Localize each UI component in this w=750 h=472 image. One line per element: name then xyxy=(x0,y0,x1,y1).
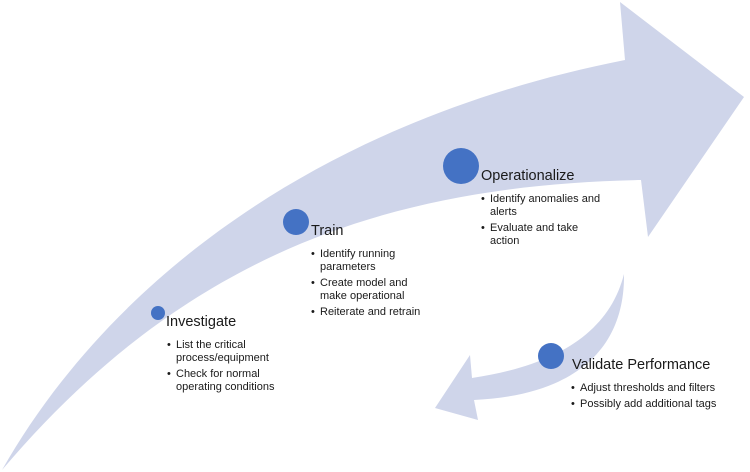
operationalize-title: Operationalize xyxy=(481,168,575,184)
validate-node xyxy=(538,343,564,369)
investigate-bullets: List the critical process/equipment Chec… xyxy=(167,339,307,397)
operationalize-node xyxy=(443,148,479,184)
operationalize-bullet: Identify anomalies and alerts xyxy=(481,193,601,219)
investigate-node xyxy=(151,306,165,320)
investigate-bullet: List the critical process/equipment xyxy=(167,339,307,365)
train-node xyxy=(283,209,309,235)
validate-bullet: Possibly add additional tags xyxy=(571,398,750,411)
train-bullets: Identify running parameters Create model… xyxy=(311,248,431,322)
train-bullet: Create model and make operational xyxy=(311,277,431,303)
validate-bullets: Adjust thresholds and filters Possibly a… xyxy=(571,382,750,414)
operationalize-bullet: Evaluate and take action xyxy=(481,222,601,248)
investigate-title: Investigate xyxy=(166,314,237,330)
feedback-curved-arrow xyxy=(435,274,625,420)
investigate-bullet: Check for normal operating conditions xyxy=(167,368,307,394)
train-bullet: Identify running parameters xyxy=(311,248,431,274)
train-bullet: Reiterate and retrain xyxy=(311,306,431,319)
train-title: Train xyxy=(311,223,344,239)
operationalize-bullets: Identify anomalies and alerts Evaluate a… xyxy=(481,193,601,251)
validate-bullet: Adjust thresholds and filters xyxy=(571,382,750,395)
validate-title: Validate Performance xyxy=(572,357,711,373)
